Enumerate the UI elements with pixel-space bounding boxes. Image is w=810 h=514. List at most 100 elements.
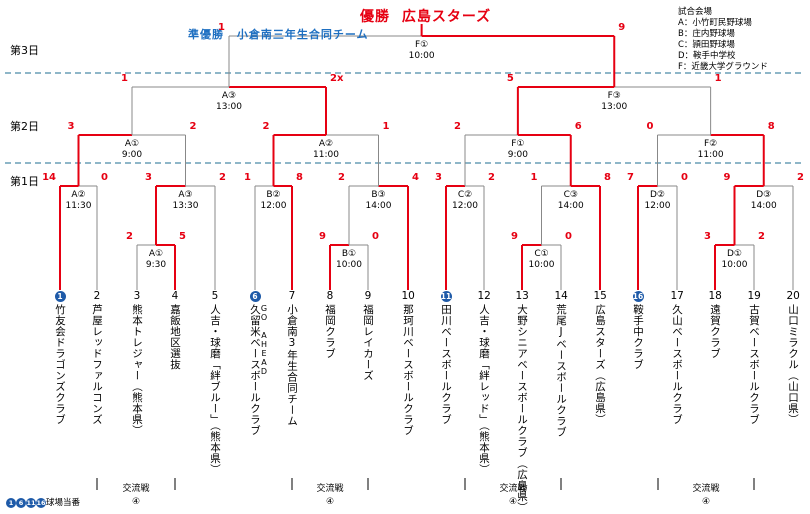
game-venue: B②: [266, 190, 281, 200]
team-name: 芦屋レッドファルコンズ: [91, 304, 103, 425]
runner-up-label: 準優勝: [188, 28, 224, 41]
team-number: 7: [288, 290, 296, 302]
game-time: 10:00: [721, 260, 748, 270]
legend-text: 球場当番: [46, 498, 81, 508]
score-right: 2: [189, 121, 197, 132]
game-time: 9:00: [121, 150, 143, 160]
team-name: 大野シニアベースボールクラブ（広島県）: [516, 304, 528, 513]
score-right: 2: [758, 231, 765, 242]
team-number: 10: [401, 290, 415, 302]
team-number: 6: [249, 290, 262, 302]
team-number: 20: [786, 290, 800, 302]
team-name: 熊本トレジャー（熊本県）: [131, 304, 143, 436]
game-venue: D②: [650, 190, 665, 200]
team-name: 福岡レイカーズ: [362, 304, 374, 381]
host-badge: 6: [249, 291, 261, 302]
game-time: 12:00: [644, 201, 671, 211]
exchange-count: ④: [131, 497, 141, 507]
game-venue: C②: [457, 190, 473, 200]
score-left: 0: [646, 121, 654, 132]
game-time: 12:00: [452, 201, 478, 211]
team-number: 14: [554, 290, 568, 302]
exchange-game: 交流戦 ④: [671, 481, 741, 507]
score-left: 1: [244, 172, 251, 183]
score-left: 2: [338, 172, 345, 183]
exchange-count: ④: [701, 497, 711, 507]
team-name: 広島スターズ（広島県）: [594, 304, 606, 425]
host-badge: 16: [632, 291, 644, 302]
score-left: 9: [319, 231, 326, 242]
legend-badge: 16: [36, 497, 46, 508]
score-right: 2x: [330, 73, 344, 84]
score-right: 5: [179, 231, 186, 242]
score-right: 8: [767, 121, 775, 132]
score-left: 9: [723, 172, 731, 183]
team-number: 5: [211, 290, 219, 302]
game-time: 13:00: [601, 102, 628, 112]
exchange-label: 交流戦: [499, 484, 527, 494]
team-name: 古賀ベースボールクラブ: [748, 304, 760, 425]
team-number: 12: [477, 290, 491, 302]
team-name: 鞍手中クラブ: [632, 304, 644, 370]
venue-list-title: 試合会場: [678, 7, 713, 17]
score-left: 3: [145, 172, 152, 183]
team-name: 田川ベースボールクラブ: [440, 304, 452, 425]
game-time: 11:00: [697, 150, 724, 160]
day-label: 第1日: [10, 175, 39, 188]
team-entry: 16 鞍手中クラブ: [632, 290, 645, 370]
champion-label: 優勝: [360, 9, 390, 25]
exchange-game: 交流戦 ④: [295, 481, 365, 507]
team-name: 荒尾Jベースボールクラブ: [555, 304, 567, 438]
team-name: 久山ベースボールクラブ: [671, 304, 683, 425]
team-name: 人吉・球磨「絆ブルー」（熊本県）: [209, 304, 221, 475]
legend-badge: 6: [16, 497, 26, 508]
game-time: 11:00: [313, 150, 339, 160]
team-entry: 7 小倉南3年生合同チーム: [286, 290, 299, 427]
score-right: 6: [574, 121, 582, 132]
exchange-game: 交流戦 ④: [101, 481, 171, 507]
team-name: 竹友会ドラゴンズクラブ: [54, 304, 66, 425]
exchange-count: ④: [325, 497, 335, 507]
game-time: 11:30: [65, 201, 92, 211]
score-left: 1: [530, 172, 538, 183]
score-right: 4: [412, 172, 419, 183]
score-left: 14: [42, 172, 56, 183]
score-right: 2: [219, 172, 226, 183]
game-venue: A①: [148, 249, 164, 259]
team-number: 4: [171, 290, 179, 302]
game-venue: D③: [756, 190, 772, 200]
game-time: 10:00: [336, 260, 362, 270]
exchange-label: 交流戦: [122, 484, 150, 494]
score-left: 9: [511, 231, 518, 242]
score-right: 0: [565, 231, 572, 242]
exchange-label: 交流戦: [316, 484, 344, 494]
score-right: 2: [797, 172, 804, 183]
score-right: 1: [714, 73, 722, 84]
score-right: 0: [681, 172, 688, 183]
team-number: 16: [632, 290, 645, 302]
score-left: 1: [218, 22, 225, 33]
team-name: 小倉南3年生合同チーム: [286, 304, 298, 427]
exchange-label: 交流戦: [692, 484, 720, 494]
champion-team: 広島スターズ: [401, 9, 492, 25]
team-number: 8: [326, 290, 334, 302]
game-time: 13:00: [216, 102, 242, 112]
game-time: 13:30: [172, 201, 199, 211]
game-venue: A①: [124, 139, 140, 149]
venue-item: D：鞍手中学校: [678, 51, 736, 61]
game-venue: B①: [341, 249, 357, 259]
day-label: 第3日: [10, 44, 39, 57]
game-venue: A②: [318, 139, 334, 149]
score-right: 0: [101, 172, 108, 183]
